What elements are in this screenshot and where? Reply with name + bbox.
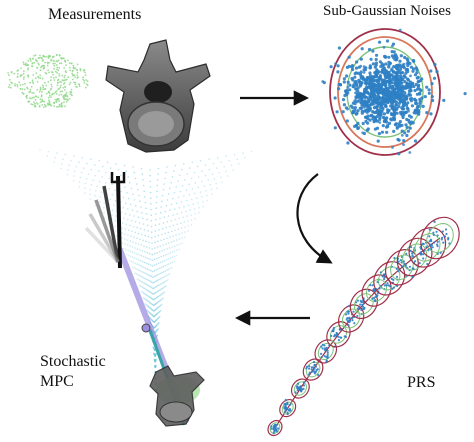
vertebra-top-view-icon [105, 39, 211, 153]
arrow-curved-down [296, 173, 333, 264]
needle-tools-icon [84, 172, 126, 269]
sub-gaussian-noises-label: Sub-Gaussian Noises [323, 3, 451, 19]
measurement-point-cloud [7, 53, 89, 109]
prs-label: PRS [407, 374, 436, 391]
measurements-label: Measurements [48, 6, 142, 23]
prs-ellipse-chain [267, 216, 460, 437]
stochastic-label-line1: Stochastic [40, 353, 106, 370]
sub-gaussian-noise-panel [321, 28, 467, 156]
target-vertebra-icon [149, 365, 205, 427]
needle-tip-marker [141, 323, 151, 333]
stochastic-mpc-label: Stochastic MPC [40, 352, 106, 392]
stochastic-label-line2: MPC [40, 373, 74, 390]
noise-sample-points [321, 28, 467, 156]
